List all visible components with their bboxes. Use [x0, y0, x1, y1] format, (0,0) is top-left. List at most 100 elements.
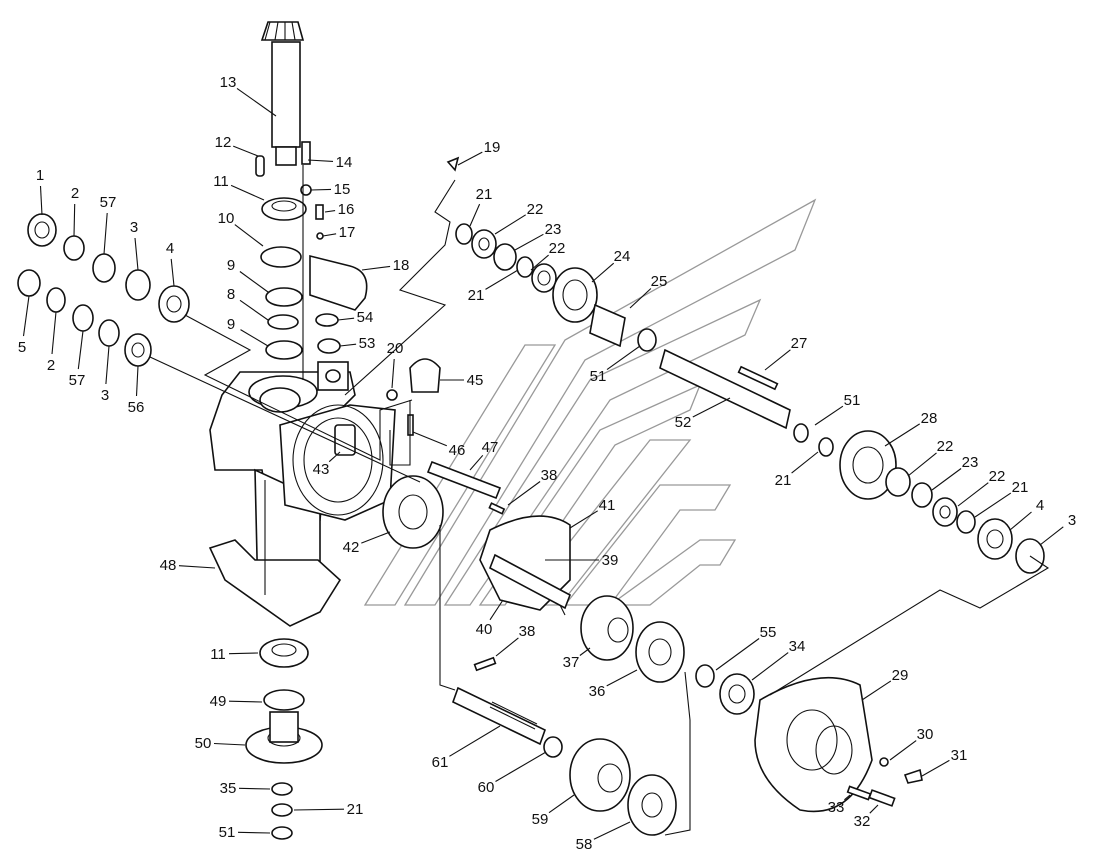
callout-label-c19: 19 [484, 139, 501, 156]
callout-label-c4b: 4 [1036, 497, 1044, 514]
callout-leader-c21b [485, 269, 519, 290]
callout-leader-c20 [391, 358, 395, 389]
callout-leader-c4a [170, 258, 175, 287]
callout-leader-c46 [412, 431, 448, 447]
callout-leader-c37 [579, 647, 591, 656]
callout-label-c22c: 22 [937, 438, 954, 455]
callout-label-c51b: 51 [844, 392, 861, 409]
callout-label-c37: 37 [563, 654, 580, 671]
callout-label-c12: 12 [215, 134, 232, 151]
callout-label-c10: 10 [218, 210, 235, 227]
assembly-lines [149, 165, 1050, 836]
callout-label-c39: 39 [602, 552, 619, 569]
callout-leader-c41 [569, 510, 598, 529]
callout-leader-c51c [237, 831, 271, 834]
callout-label-c9b: 9 [227, 316, 235, 333]
callout-leader-c9b [240, 329, 269, 347]
callout-leader-c47 [469, 454, 484, 471]
part-13-bevel-pinion-shaft [260, 21, 305, 166]
callout-label-c35: 35 [220, 780, 237, 797]
callout-label-c13: 13 [220, 74, 237, 91]
callout-label-c34: 34 [789, 638, 806, 655]
callout-label-c3b: 3 [101, 387, 109, 404]
callout-label-c21c: 21 [775, 472, 792, 489]
callout-label-c21e: 21 [347, 801, 364, 818]
callout-leader-c24 [591, 262, 615, 283]
callout-leader-c18 [361, 265, 391, 271]
callout-label-c14: 14 [336, 154, 353, 171]
callout-label-c24: 24 [614, 248, 631, 265]
callout-leader-c11b [228, 652, 259, 655]
callout-leader-c22d [957, 482, 989, 507]
callout-label-c60: 60 [478, 779, 495, 796]
callout-leader-c3a [134, 237, 139, 271]
callout-leader-c8 [239, 299, 269, 321]
callout-leader-c16 [324, 210, 336, 213]
callout-label-c55: 55 [760, 624, 777, 641]
callout-leader-c2a [73, 203, 76, 237]
callout-leader-c59 [548, 794, 575, 814]
callout-label-c28: 28 [921, 410, 938, 427]
callout-leader-c28 [884, 423, 920, 447]
callout-leader-c4b [1009, 511, 1032, 531]
callout-leader-c22a [494, 214, 526, 235]
callout-leader-c9a [239, 271, 269, 293]
callout-leader-c35 [238, 787, 271, 790]
callout-label-c48: 48 [160, 557, 177, 574]
callout-leader-c31 [921, 759, 950, 777]
callout-label-c59: 59 [532, 811, 549, 828]
callout-leader-c40 [489, 599, 504, 621]
callout-leader-c19 [457, 151, 483, 166]
callout-leader-c21c [791, 451, 819, 474]
callout-leader-c36 [606, 669, 638, 687]
gearbox-housing [208, 361, 396, 627]
callout-label-c50: 50 [195, 735, 212, 752]
callout-leader-c32 [869, 804, 879, 814]
callout-label-c54: 54 [357, 309, 374, 326]
callout-leader-c52 [692, 397, 731, 418]
callout-leader-c29 [861, 680, 892, 701]
callout-label-c16: 16 [338, 201, 355, 218]
callout-leader-c15 [310, 188, 332, 191]
callout-leader-c21a [469, 203, 481, 227]
callout-label-c23a: 23 [545, 221, 562, 238]
callout-label-c43: 43 [313, 461, 330, 478]
callout-label-c27: 27 [791, 335, 808, 352]
callout-label-c32: 32 [854, 813, 871, 830]
callout-label-c22d: 22 [989, 468, 1006, 485]
callout-label-c9a: 9 [227, 257, 235, 274]
callout-label-c46: 46 [449, 442, 466, 459]
callout-leader-c21e [293, 808, 345, 811]
callout-leader-c57a [103, 212, 108, 255]
callout-label-c57b: 57 [69, 372, 86, 389]
callout-label-c18: 18 [393, 257, 410, 274]
callout-label-c8: 8 [227, 286, 235, 303]
callout-leader-c54 [337, 317, 355, 321]
callout-leader-c23a [514, 233, 544, 251]
callout-leader-c50 [213, 742, 246, 746]
callout-label-c52: 52 [675, 414, 692, 431]
callout-leader-c58 [593, 821, 631, 840]
callout-label-c51c: 51 [219, 824, 236, 841]
callout-label-c56: 56 [128, 399, 145, 416]
callout-label-c22a: 22 [527, 201, 544, 218]
callout-leader-c13 [236, 87, 277, 117]
callout-label-c36: 36 [589, 683, 606, 700]
callout-leader-c38b [495, 637, 519, 657]
callout-leader-c10 [234, 224, 264, 247]
callout-leader-c49 [228, 700, 263, 703]
callout-label-c41: 41 [599, 497, 616, 514]
callout-label-c30: 30 [917, 726, 934, 743]
callout-label-c61: 61 [432, 754, 449, 771]
callout-label-c15: 15 [334, 181, 351, 198]
callout-leader-c51a [606, 345, 641, 371]
callout-label-c38a: 38 [541, 467, 558, 484]
callout-leader-c22c [907, 452, 937, 477]
callout-leader-c51b [814, 405, 844, 426]
callout-label-c31: 31 [951, 747, 968, 764]
callout-label-c47: 47 [482, 439, 499, 456]
callout-label-c2b: 2 [47, 357, 55, 374]
exploded-parts [17, 141, 1045, 840]
callout-label-c58: 58 [576, 836, 593, 853]
callout-leader-c12 [232, 145, 259, 157]
